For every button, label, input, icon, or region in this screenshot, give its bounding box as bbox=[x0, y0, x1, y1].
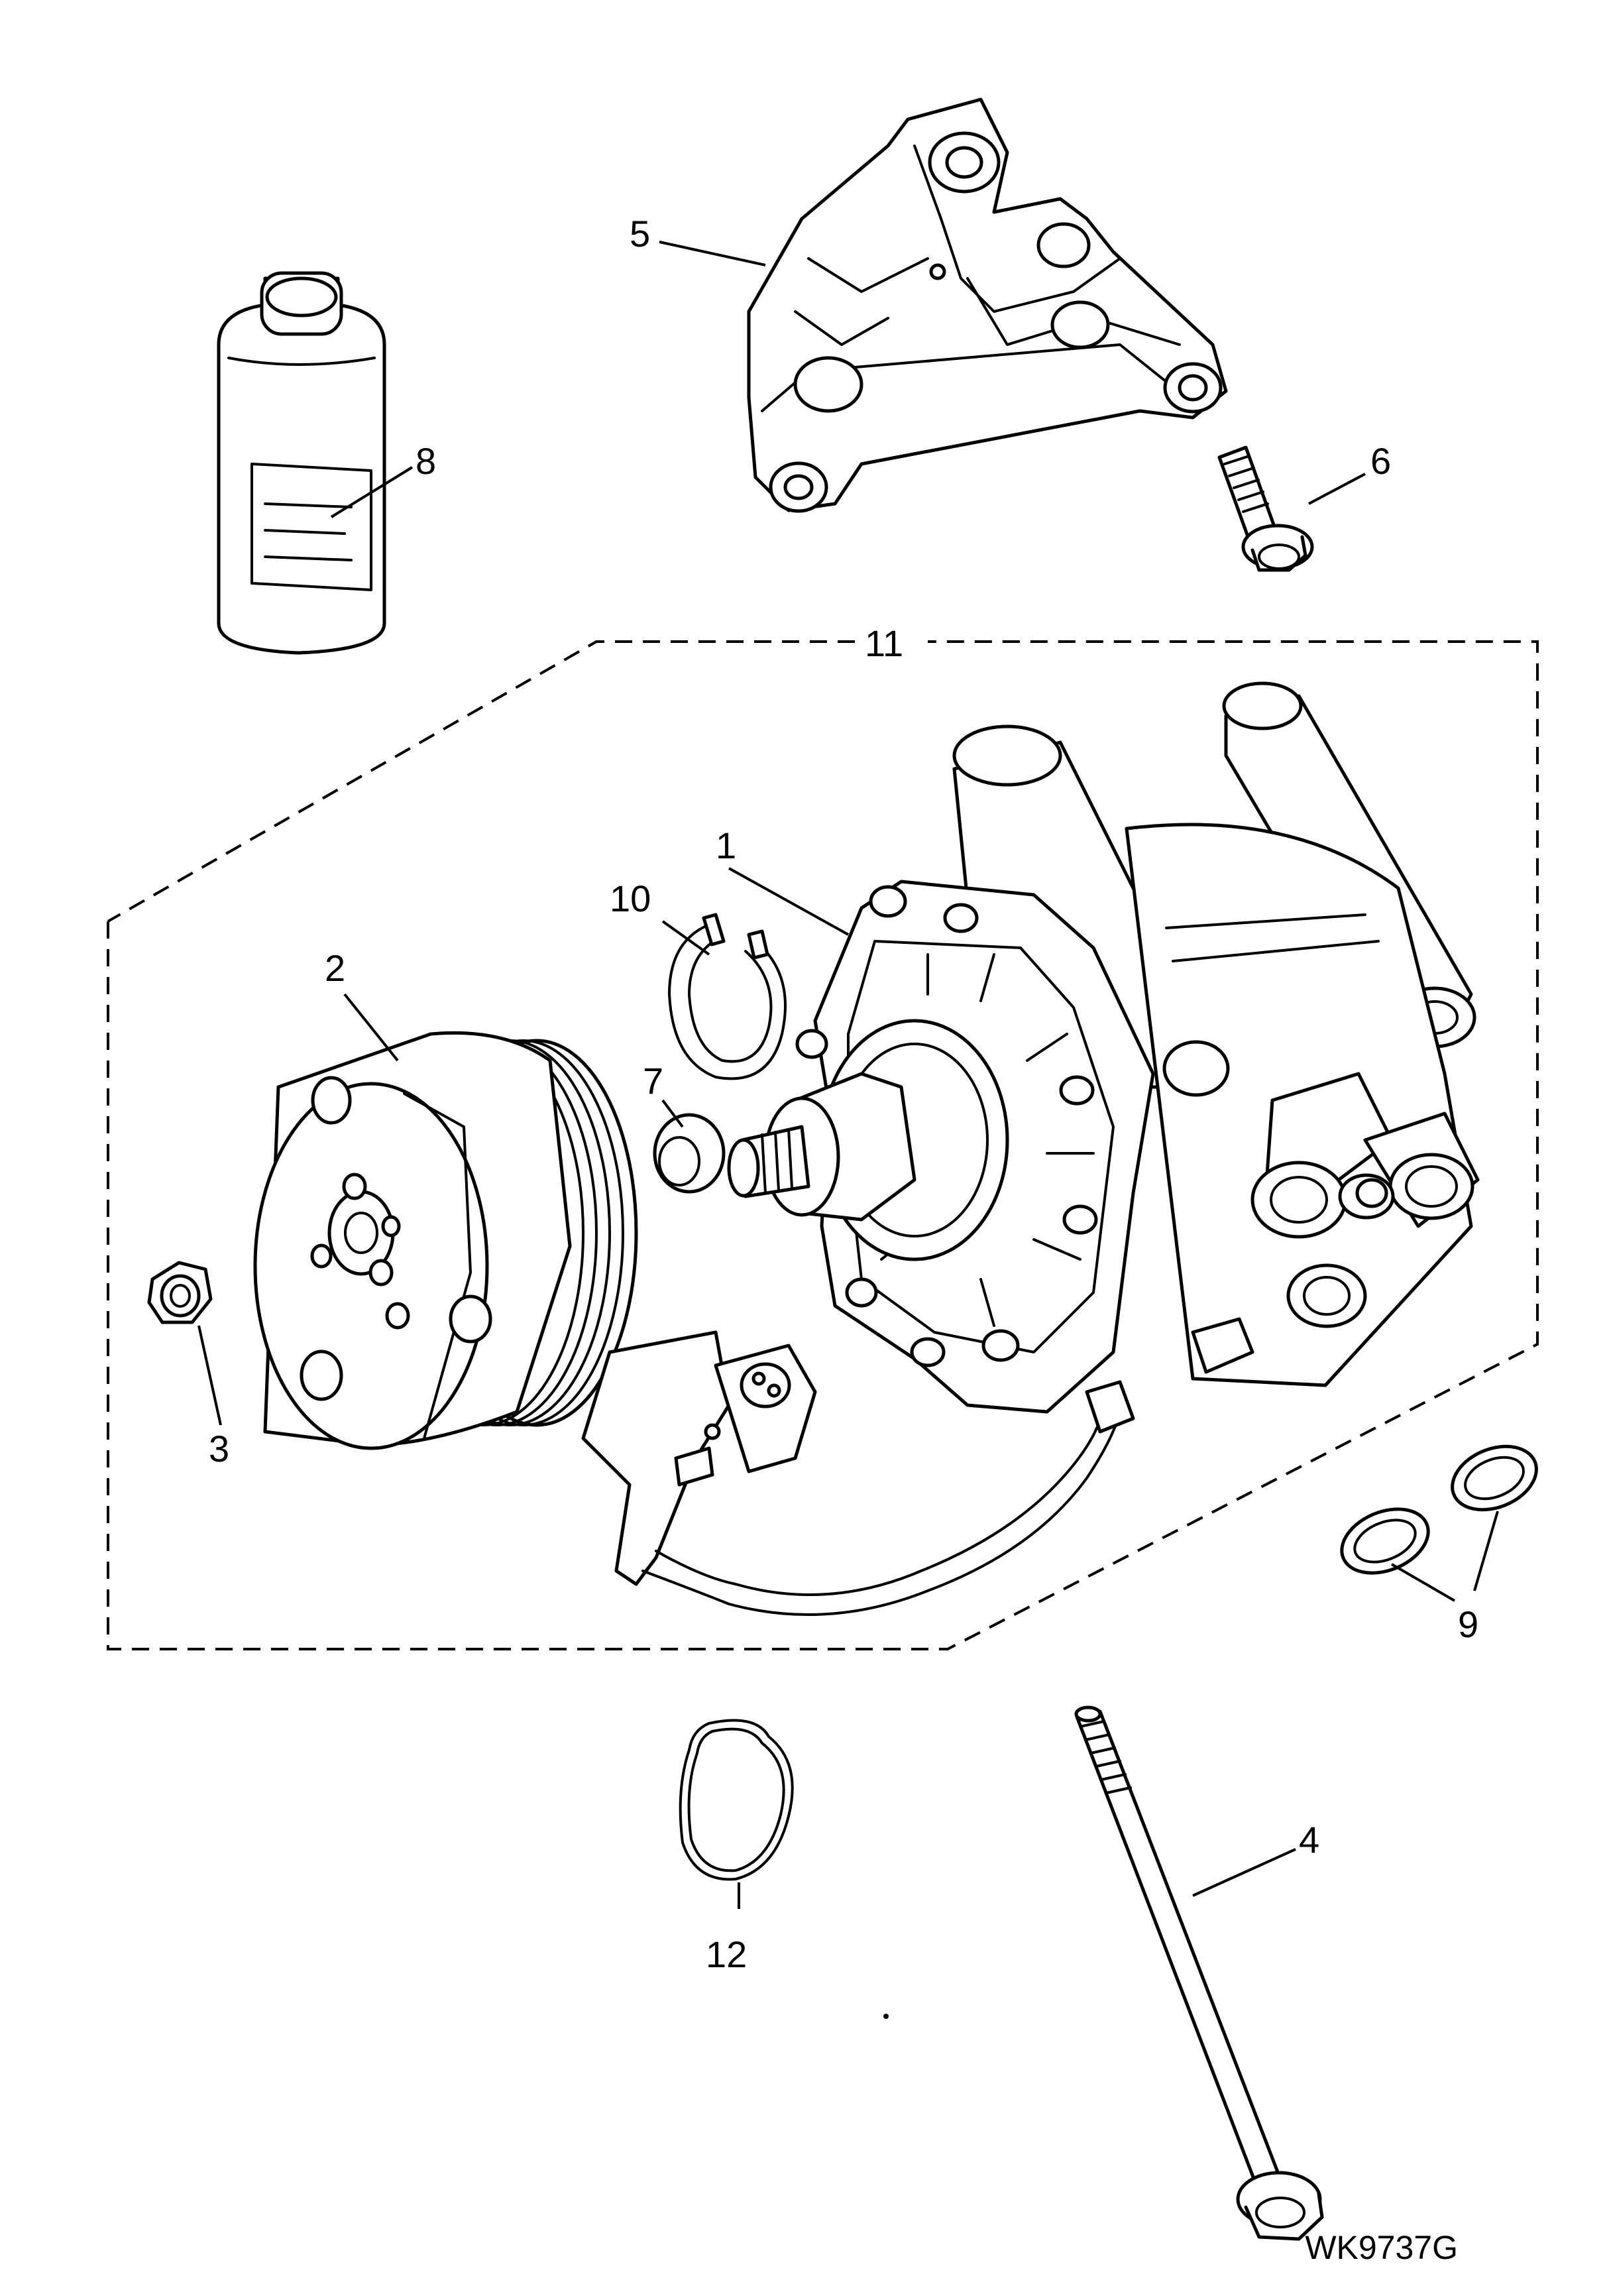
long-bolt bbox=[1074, 1705, 1324, 2241]
callout-4: 4 bbox=[1299, 1819, 1319, 1861]
callout-10: 10 bbox=[610, 878, 651, 919]
callout-12: 12 bbox=[706, 1933, 747, 1975]
kit-outline bbox=[107, 640, 1539, 1650]
clutch-pulley bbox=[253, 1031, 1135, 1616]
callout-1: 1 bbox=[716, 825, 736, 866]
compressor bbox=[727, 681, 1480, 1414]
callout-7: 7 bbox=[643, 1060, 663, 1102]
callout-2: 2 bbox=[325, 947, 345, 989]
callout-6: 6 bbox=[1370, 440, 1391, 482]
callouts: 1 2 3 4 5 6 7 8 9 10 11 12 bbox=[209, 213, 1478, 1975]
callout-3: 3 bbox=[209, 1428, 229, 1469]
stray-dot bbox=[883, 2014, 889, 2019]
o-ring-seals bbox=[1340, 1444, 1538, 1575]
callout-9: 9 bbox=[1458, 1603, 1478, 1645]
gasket bbox=[679, 1719, 794, 1881]
circlip bbox=[668, 913, 787, 1080]
shaft-nut bbox=[147, 1261, 213, 1324]
drawing-reference: WK9737G bbox=[1305, 2229, 1458, 2266]
shaft-seal bbox=[653, 1113, 726, 1194]
leader-lines bbox=[197, 241, 1499, 1909]
oil-bottle bbox=[217, 271, 386, 655]
callout-8: 8 bbox=[416, 440, 436, 482]
bracket-bolt bbox=[1217, 445, 1314, 572]
callout-5: 5 bbox=[630, 213, 650, 255]
mounting-bracket bbox=[747, 97, 1228, 513]
callout-11: 11 bbox=[865, 622, 903, 664]
